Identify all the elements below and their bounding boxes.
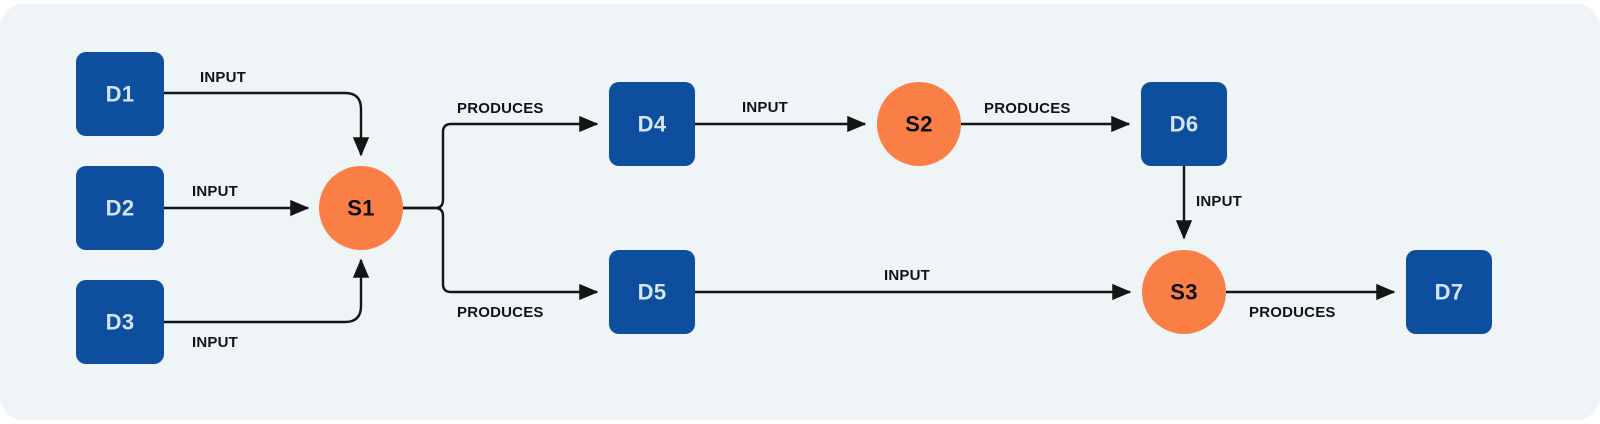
data-node-shape[interactable] bbox=[76, 280, 164, 364]
node-d7[interactable]: D7 bbox=[1406, 250, 1492, 334]
node-label: D7 bbox=[1435, 280, 1464, 305]
node-d4[interactable]: D4 bbox=[609, 82, 695, 166]
edge-d6-to-s3: INPUT bbox=[1175, 166, 1242, 240]
data-node-shape[interactable] bbox=[76, 166, 164, 250]
edge-d3-to-s1: INPUT bbox=[164, 258, 370, 351]
data-node-shape[interactable] bbox=[1406, 250, 1492, 334]
edge-label: INPUT bbox=[192, 183, 238, 200]
node-label: D2 bbox=[106, 196, 135, 221]
edge-line bbox=[403, 206, 599, 301]
data-node-shape[interactable] bbox=[1141, 82, 1227, 166]
service-node-shape[interactable] bbox=[877, 82, 961, 166]
edge-s3-to-d7: PRODUCES bbox=[1226, 283, 1396, 321]
node-label: D3 bbox=[106, 310, 135, 335]
data-node-shape[interactable] bbox=[609, 250, 695, 334]
node-d6[interactable]: D6 bbox=[1141, 82, 1227, 166]
edge-line bbox=[164, 258, 370, 324]
edge-label: INPUT bbox=[192, 334, 238, 351]
edge-d2-to-s1: INPUT bbox=[164, 183, 310, 217]
node-label: D6 bbox=[1170, 112, 1199, 137]
node-s1[interactable]: S1 bbox=[319, 166, 403, 250]
edge-s2-to-d6: PRODUCES bbox=[961, 100, 1131, 133]
node-label: D4 bbox=[638, 112, 667, 137]
service-node-shape[interactable] bbox=[1142, 250, 1226, 334]
data-node-shape[interactable] bbox=[76, 52, 164, 136]
edge-label: INPUT bbox=[884, 267, 930, 284]
node-label: D5 bbox=[638, 280, 667, 305]
data-node-shape[interactable] bbox=[609, 82, 695, 166]
edge-line bbox=[164, 91, 370, 157]
edge-d4-to-s2: INPUT bbox=[695, 99, 867, 133]
service-node-shape[interactable] bbox=[319, 166, 403, 250]
edge-label: INPUT bbox=[200, 69, 246, 86]
node-d2[interactable]: D2 bbox=[76, 166, 164, 250]
edge-s1-to-d5: PRODUCES bbox=[403, 206, 599, 321]
edge-label: PRODUCES bbox=[984, 100, 1071, 117]
edge-d5-to-s3: INPUT bbox=[695, 267, 1132, 301]
node-label: S2 bbox=[905, 112, 933, 137]
node-s3[interactable]: S3 bbox=[1142, 250, 1226, 334]
edge-label: PRODUCES bbox=[457, 304, 544, 321]
node-s2[interactable]: S2 bbox=[877, 82, 961, 166]
edge-label: PRODUCES bbox=[457, 100, 544, 117]
node-label: S3 bbox=[1170, 280, 1198, 305]
node-label: D1 bbox=[106, 82, 135, 107]
node-d5[interactable]: D5 bbox=[609, 250, 695, 334]
diagram-panel bbox=[0, 4, 1600, 420]
node-d3[interactable]: D3 bbox=[76, 280, 164, 364]
edge-label: PRODUCES bbox=[1249, 304, 1336, 321]
edge-label: INPUT bbox=[742, 99, 788, 116]
edge-d1-to-s1: INPUT bbox=[164, 69, 370, 157]
node-d1[interactable]: D1 bbox=[76, 52, 164, 136]
edge-label: INPUT bbox=[1196, 193, 1242, 210]
edge-layer: INPUT INPUT INPUT PRODUCES PRODUCES INPUT PROD… bbox=[164, 69, 1396, 351]
node-label: S1 bbox=[347, 196, 375, 221]
